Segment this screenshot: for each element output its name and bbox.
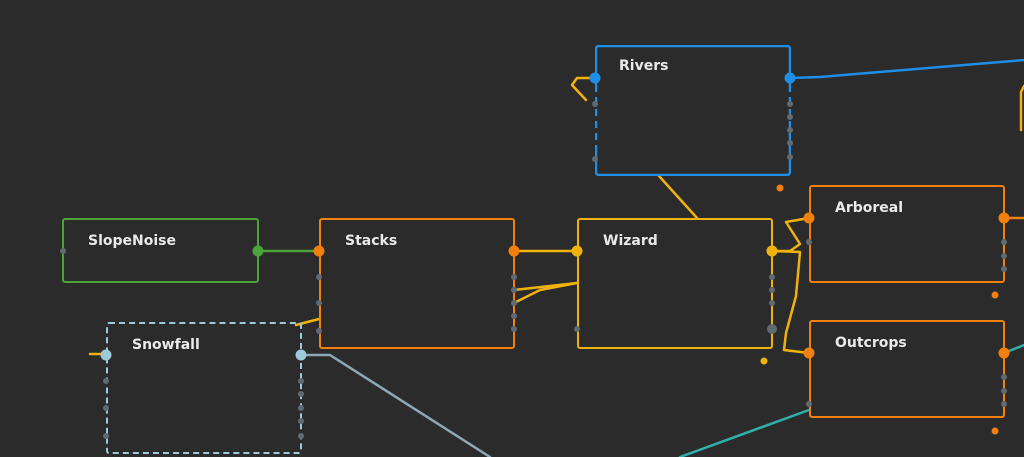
output-port-snowfall-6[interactable]	[298, 433, 304, 439]
input-port-slopenoise[interactable]	[60, 248, 66, 254]
node-title-snowfall: Snowfall	[132, 337, 200, 353]
output-port-snowfall[interactable]	[295, 349, 307, 361]
output-port-rivers-4[interactable]	[787, 127, 793, 133]
output-port-stacks-6[interactable]	[511, 326, 517, 332]
output-port-outcrops[interactable]	[998, 347, 1010, 359]
node-title-arboreal: Arboreal	[835, 200, 904, 216]
node-status-dot-outcrops	[991, 427, 999, 435]
output-port-rivers-5[interactable]	[787, 140, 793, 146]
connection-rivers-out[interactable]	[788, 58, 1024, 80]
connection-wizard-outcrops[interactable]	[770, 249, 811, 355]
output-port-rivers[interactable]	[784, 72, 796, 84]
input-port-outcrops-2[interactable]	[806, 401, 812, 407]
output-port-wizard-2[interactable]	[769, 274, 775, 280]
output-port-arboreal-2[interactable]	[1001, 239, 1007, 245]
node-outcrops[interactable]: Outcrops	[809, 320, 1005, 418]
connection-rivers-wizard[interactable]	[657, 174, 699, 220]
input-port-outcrops[interactable]	[803, 347, 815, 359]
output-port-outcrops-3[interactable]	[1001, 388, 1007, 394]
node-snowfall[interactable]: Snowfall	[106, 322, 302, 454]
output-port-stacks-4[interactable]	[511, 300, 517, 306]
output-port-rivers-2[interactable]	[787, 101, 793, 107]
output-port-arboreal-4[interactable]	[1001, 266, 1007, 272]
output-port-snowfall-3[interactable]	[298, 391, 304, 397]
connection-offscreen-yellow[interactable]	[1019, 84, 1024, 132]
connection-wizard-arboreal[interactable]	[770, 216, 811, 253]
connection-rivers-loop[interactable]	[570, 76, 597, 102]
input-port-snowfall-2[interactable]	[103, 378, 109, 384]
output-port-outcrops-2[interactable]	[1001, 374, 1007, 380]
node-stacks[interactable]: Stacks	[319, 218, 515, 349]
output-port-wizard-3[interactable]	[769, 287, 775, 293]
node-wizard[interactable]: Wizard	[577, 218, 773, 349]
output-port-slopenoise[interactable]	[252, 245, 264, 257]
input-port-rivers-3[interactable]	[592, 156, 598, 162]
connection-snowfall-out[interactable]	[299, 353, 492, 457]
node-status-dot-arboreal	[991, 291, 999, 299]
output-port-stacks-5[interactable]	[511, 313, 517, 319]
output-port-outcrops-4[interactable]	[1001, 401, 1007, 407]
input-port-wizard-2[interactable]	[574, 326, 580, 332]
output-port-stacks-2[interactable]	[511, 274, 517, 280]
input-port-stacks-3[interactable]	[316, 300, 322, 306]
output-port-snowfall-4[interactable]	[298, 405, 304, 411]
connection-outcrops-teal[interactable]	[678, 408, 811, 457]
output-port-stacks-3[interactable]	[511, 287, 517, 293]
node-slopenoise[interactable]: SlopeNoise	[62, 218, 259, 283]
output-port-wizard-4[interactable]	[769, 300, 775, 306]
connection-stacks-wizard-3[interactable]	[512, 281, 579, 305]
output-port-wizard[interactable]	[766, 245, 778, 257]
input-port-snowfall-4[interactable]	[103, 433, 109, 439]
node-status-dot-rivers	[776, 184, 784, 192]
output-port-snowfall-2[interactable]	[298, 378, 304, 384]
input-port-rivers-2[interactable]	[592, 101, 598, 107]
input-port-wizard[interactable]	[571, 245, 583, 257]
output-port-rivers-3[interactable]	[787, 114, 793, 120]
output-port-wizard-5[interactable]	[767, 324, 777, 334]
node-arboreal[interactable]: Arboreal	[809, 185, 1005, 283]
node-title-outcrops: Outcrops	[835, 335, 907, 351]
node-title-rivers: Rivers	[619, 58, 669, 74]
output-port-snowfall-5[interactable]	[298, 418, 304, 424]
output-port-rivers-6[interactable]	[787, 154, 793, 160]
output-port-stacks[interactable]	[508, 245, 520, 257]
output-port-arboreal-3[interactable]	[1001, 253, 1007, 259]
output-port-arboreal[interactable]	[998, 212, 1010, 224]
input-port-snowfall[interactable]	[100, 349, 112, 361]
input-port-snowfall-3[interactable]	[103, 405, 109, 411]
input-port-arboreal-2[interactable]	[806, 239, 812, 245]
node-rivers[interactable]: Rivers	[595, 45, 791, 176]
node-title-wizard: Wizard	[603, 233, 658, 249]
node-status-dot-wizard	[760, 357, 768, 365]
input-port-stacks-4[interactable]	[316, 328, 322, 334]
input-port-stacks-2[interactable]	[316, 274, 322, 280]
input-port-rivers[interactable]	[589, 72, 601, 84]
node-title-stacks: Stacks	[345, 233, 398, 249]
input-port-stacks[interactable]	[313, 245, 325, 257]
input-port-arboreal[interactable]	[803, 212, 815, 224]
node-title-slopenoise: SlopeNoise	[88, 233, 176, 249]
